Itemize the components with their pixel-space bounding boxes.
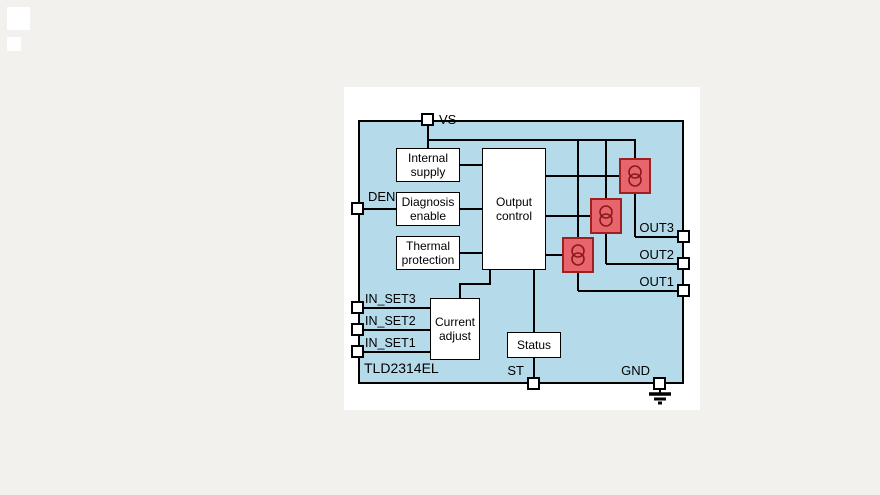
ground-icon (649, 392, 671, 405)
pin-gnd (653, 377, 666, 390)
pin-den (351, 202, 364, 215)
pin-label-den: DEN (368, 189, 396, 204)
pin-vs (421, 113, 434, 126)
corner-artifact-2 (7, 37, 21, 51)
pin-label-vs: VS (439, 112, 457, 127)
current-adjust-block: Current adjust (430, 298, 480, 360)
output-control-block: Output control (482, 148, 546, 270)
current-source-icon (628, 165, 642, 187)
current-sources (562, 158, 651, 273)
current-source-out2 (590, 198, 622, 234)
part-number-label: TLD2314EL (364, 360, 439, 376)
current-source-out1 (562, 237, 594, 273)
internal-supply-block: Internal supply (396, 148, 460, 182)
pin-out1 (677, 284, 690, 297)
current-source-icon (599, 205, 613, 227)
pin-st (527, 377, 540, 390)
pin-out2 (677, 257, 690, 270)
pin-label-out1: OUT1 (639, 274, 674, 289)
corner-artifact-1 (7, 7, 30, 30)
pin-label-in-set2: IN_SET2 (365, 314, 416, 328)
pin-label-out2: OUT2 (639, 247, 674, 262)
pin-label-out3: OUT3 (639, 220, 674, 235)
pin-label-gnd: GND (621, 363, 650, 378)
pin-in-set1 (351, 345, 364, 358)
thermal-protection-block: Thermal protection (396, 236, 460, 270)
current-source-out3 (619, 158, 651, 194)
pin-label-in-set1: IN_SET1 (365, 336, 416, 350)
pin-in-set3 (351, 301, 364, 314)
current-source-icon (571, 244, 585, 266)
pin-out3 (677, 230, 690, 243)
pin-label-st: ST (507, 363, 524, 378)
status-block: Status (507, 332, 561, 358)
diagnosis-enable-block: Diagnosis enable (396, 192, 460, 226)
wires (358, 113, 685, 393)
pin-label-in-set3: IN_SET3 (365, 292, 416, 306)
pin-in-set2 (351, 323, 364, 336)
